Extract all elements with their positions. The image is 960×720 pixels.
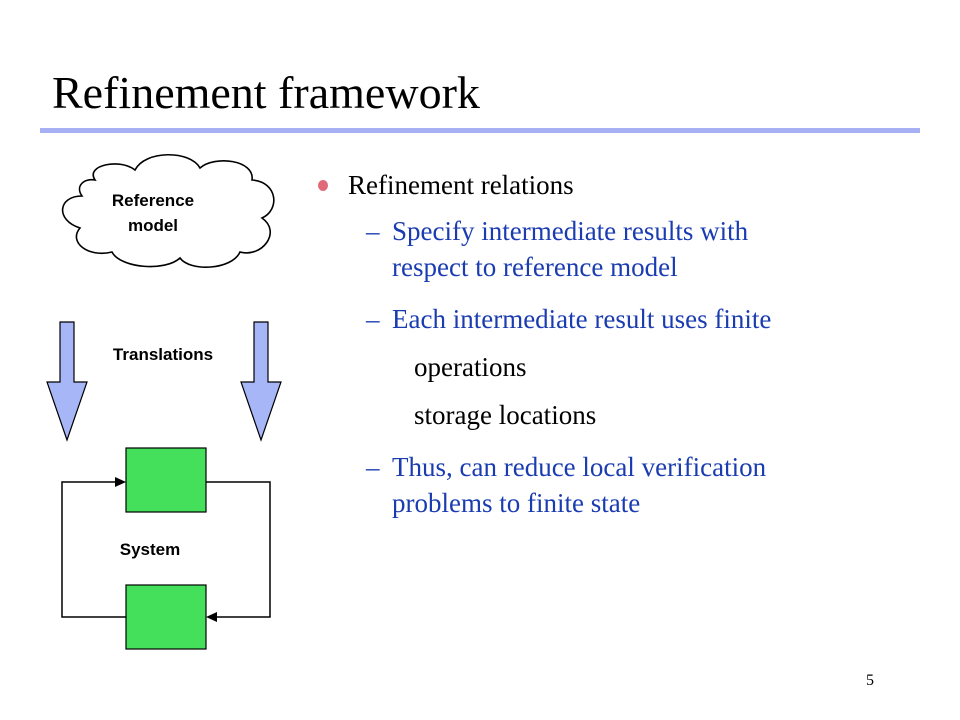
sub-bullet-line: Specify intermediate results with: [392, 216, 749, 246]
slide-title: Refinement framework: [52, 67, 480, 118]
sub-bullet-thus: – Thus, can reduce local verification pr…: [318, 449, 938, 521]
dash-icon: –: [366, 304, 380, 334]
dash-icon: –: [366, 216, 380, 246]
reference-model-cloud: [61, 153, 275, 268]
left-translation-arrow: [46, 321, 88, 442]
bullet-text: Refinement relations: [348, 170, 574, 200]
right-translation-arrow: [240, 321, 282, 442]
cloud-line-2: model: [127, 216, 179, 235]
item-storage-locations: storage locations: [414, 400, 597, 430]
sub-bullet-each: – Each intermediate result uses finite: [318, 301, 938, 337]
system-feedback-loop: [61, 481, 271, 618]
system-top-box: [125, 447, 207, 513]
sub-bullet-line: Thus, can reduce local verification: [392, 452, 767, 482]
dash-icon: –: [366, 452, 380, 482]
page-number: 5: [866, 672, 874, 689]
item-operations: operations: [414, 352, 527, 382]
system-label: System: [119, 540, 181, 559]
reference-model-label: Reference model: [98, 188, 208, 238]
sub-bullet-line: problems to finite state: [392, 488, 641, 518]
title-underline: [40, 128, 920, 133]
arrowhead-into-top-box: [115, 477, 126, 487]
sub-bullet-line: Each intermediate result uses finite: [392, 304, 772, 334]
translations-label: Translations: [112, 345, 214, 364]
bullet-list: Refinement relations – Specify intermedi…: [318, 165, 938, 537]
bullet-dot-icon: [318, 180, 328, 191]
sub-bullet-specify: – Specify intermediate results with resp…: [318, 213, 938, 285]
arrowhead-into-bottom-box: [206, 612, 217, 622]
cloud-line-1: Reference: [111, 191, 195, 210]
bullet-refinement-relations: Refinement relations: [318, 165, 938, 205]
system-bottom-box: [125, 584, 207, 650]
sub-bullet-line: respect to reference model: [392, 252, 678, 282]
